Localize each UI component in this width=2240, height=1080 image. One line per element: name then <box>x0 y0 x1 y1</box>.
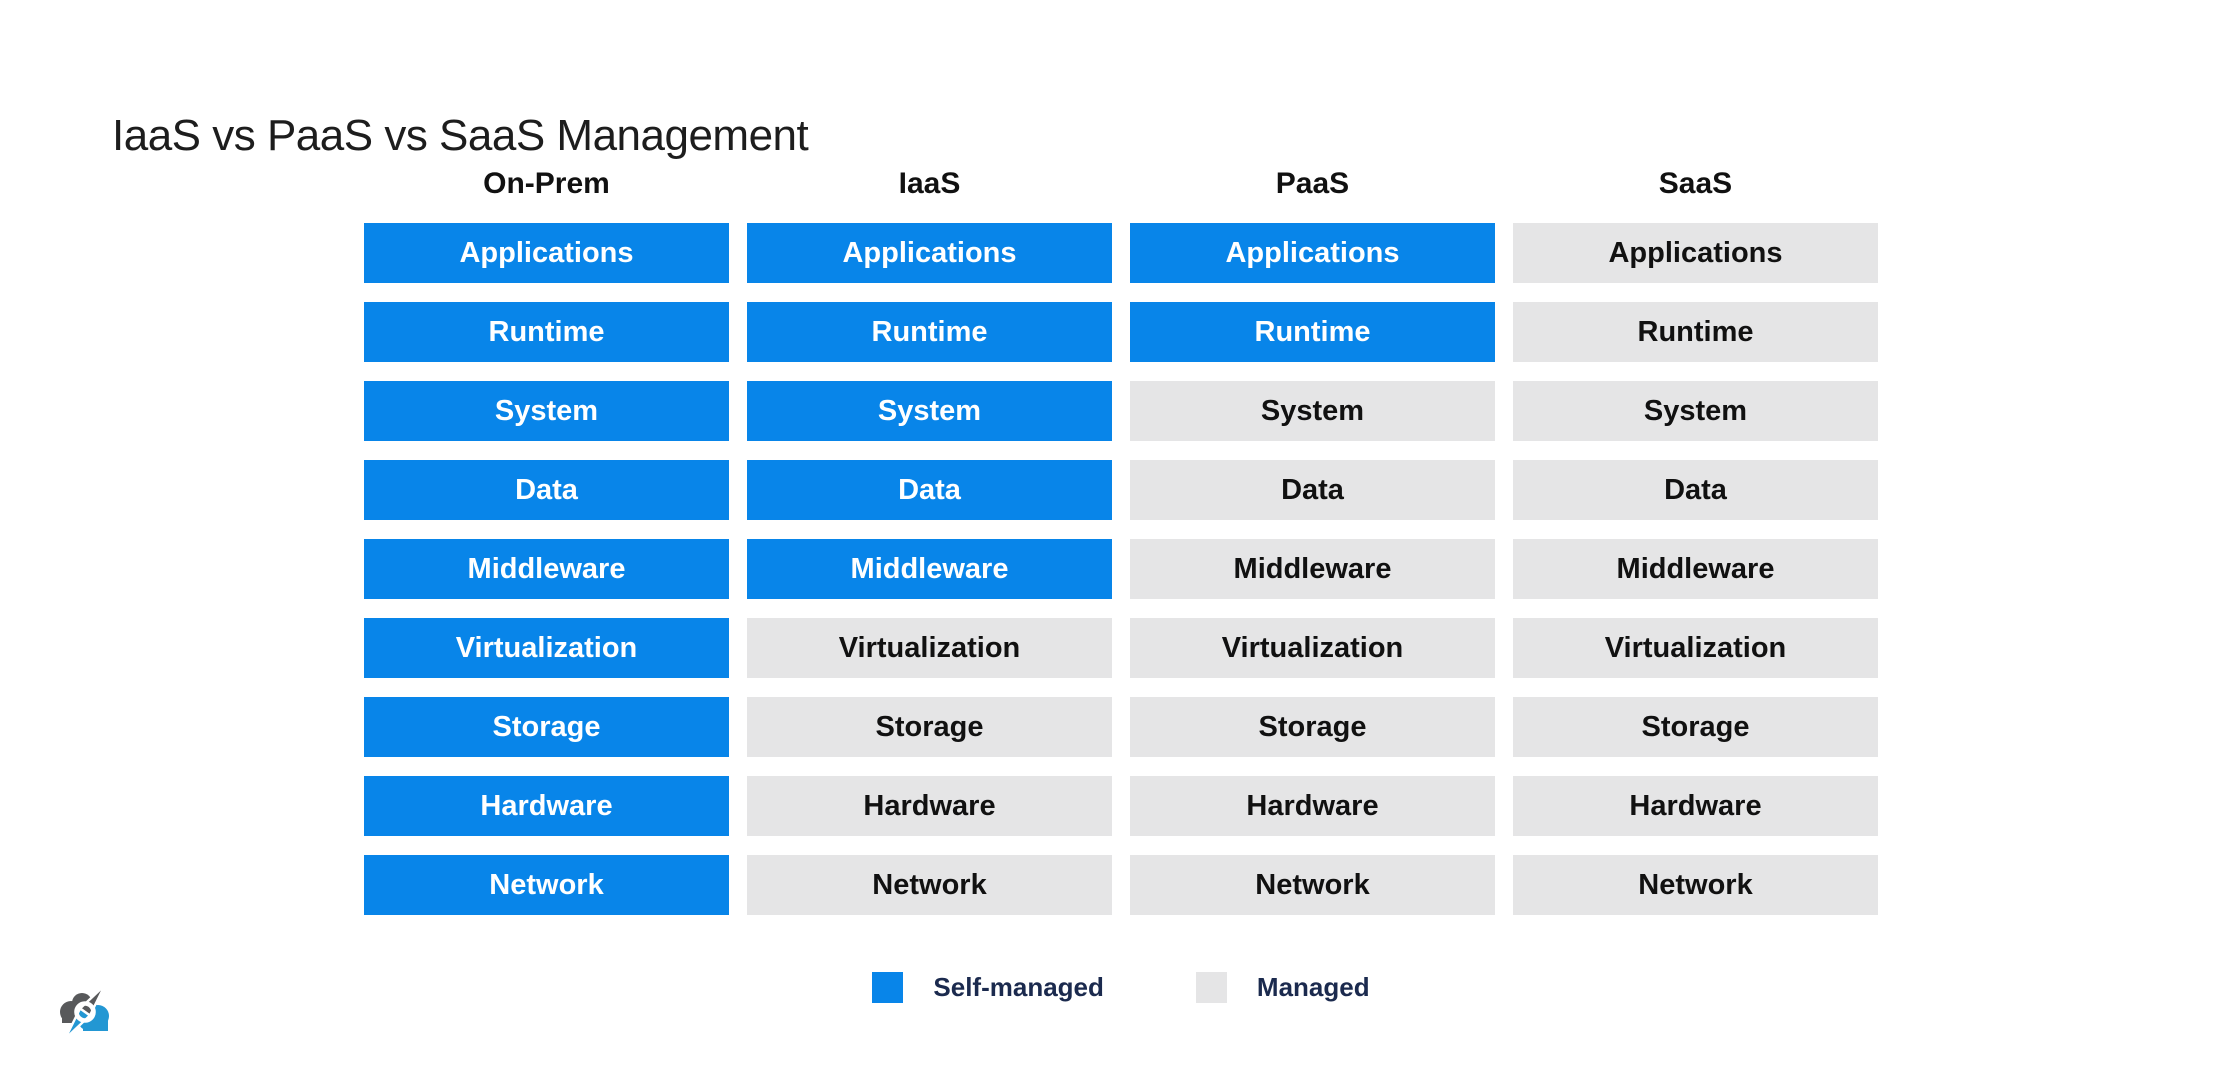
cell-iaas-runtime: Runtime <box>747 302 1112 362</box>
column-header: On-Prem <box>483 167 610 200</box>
cell-paas-storage: Storage <box>1130 697 1495 757</box>
cell-saas-hardware: Hardware <box>1513 776 1878 836</box>
legend-item: Managed <box>1195 972 1370 1003</box>
cell-saas-runtime: Runtime <box>1513 302 1878 362</box>
cell-on-prem-applications: Applications <box>364 223 729 283</box>
logo-needle-south <box>63 1007 92 1041</box>
cell-paas-data: Data <box>1130 460 1495 520</box>
cell-iaas-applications: Applications <box>747 223 1112 283</box>
cell-on-prem-system: System <box>364 381 729 441</box>
cell-on-prem-data: Data <box>364 460 729 520</box>
cell-saas-network: Network <box>1513 855 1878 915</box>
cell-paas-virtualization: Virtualization <box>1130 618 1495 678</box>
cell-saas-data: Data <box>1513 460 1878 520</box>
logo-ring <box>74 1001 96 1023</box>
cell-on-prem-storage: Storage <box>364 697 729 757</box>
cell-saas-middleware: Middleware <box>1513 539 1878 599</box>
legend: Self-managed Managed <box>364 972 1878 1003</box>
cell-iaas-system: System <box>747 381 1112 441</box>
cell-paas-middleware: Middleware <box>1130 539 1495 599</box>
legend-item: Self-managed <box>872 972 1104 1003</box>
column-header: PaaS <box>1275 167 1350 200</box>
cell-iaas-virtualization: Virtualization <box>747 618 1112 678</box>
legend-swatch <box>872 972 904 1003</box>
legend-swatch <box>1195 972 1227 1003</box>
cell-saas-system: System <box>1513 381 1878 441</box>
cell-iaas-network: Network <box>747 855 1112 915</box>
cell-on-prem-network: Network <box>364 855 729 915</box>
column-header: IaaS <box>898 167 961 200</box>
column-header: SaaS <box>1658 167 1733 200</box>
cell-paas-runtime: Runtime <box>1130 302 1495 362</box>
cloud-compass-logo <box>60 981 109 1043</box>
page-title: IaaS vs PaaS vs SaaS Management <box>112 111 809 161</box>
cell-paas-hardware: Hardware <box>1130 776 1495 836</box>
legend-label: Self-managed <box>933 972 1104 1002</box>
cell-iaas-middleware: Middleware <box>747 539 1112 599</box>
cell-saas-applications: Applications <box>1513 223 1878 283</box>
cell-on-prem-middleware: Middleware <box>364 539 729 599</box>
cell-on-prem-hardware: Hardware <box>364 776 729 836</box>
legend-label: Managed <box>1256 972 1370 1002</box>
cell-iaas-storage: Storage <box>747 697 1112 757</box>
cell-paas-applications: Applications <box>1130 223 1495 283</box>
cell-saas-virtualization: Virtualization <box>1513 618 1878 678</box>
cell-iaas-data: Data <box>747 460 1112 520</box>
cell-paas-system: System <box>1130 381 1495 441</box>
cell-paas-network: Network <box>1130 855 1495 915</box>
cell-iaas-hardware: Hardware <box>747 776 1112 836</box>
cell-saas-storage: Storage <box>1513 697 1878 757</box>
cell-on-prem-virtualization: Virtualization <box>364 618 729 678</box>
cell-on-prem-runtime: Runtime <box>364 302 729 362</box>
